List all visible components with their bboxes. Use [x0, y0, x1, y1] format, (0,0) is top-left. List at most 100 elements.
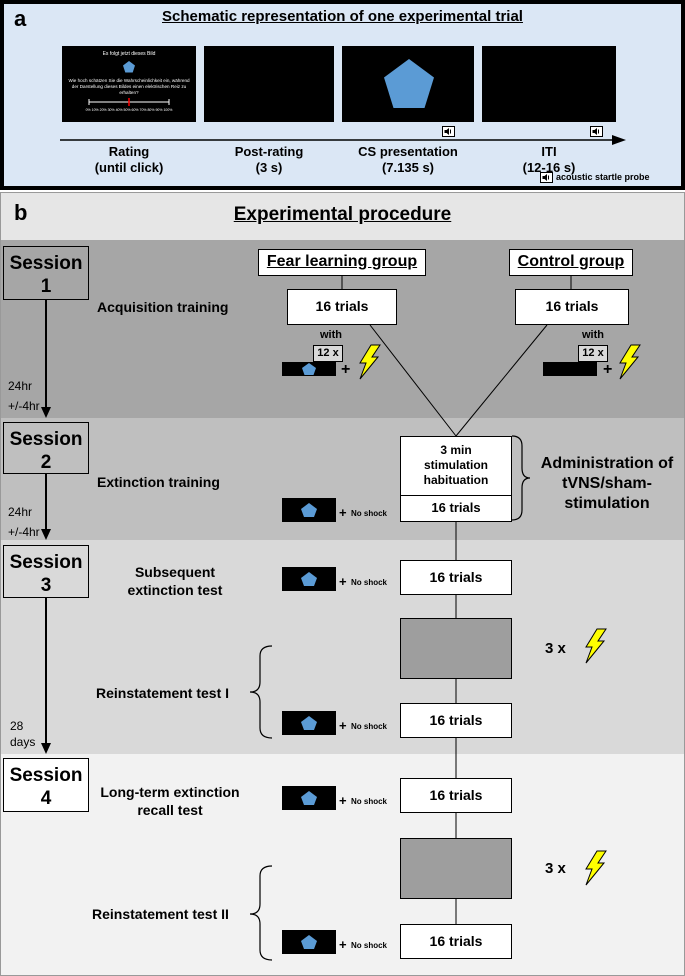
- plus-sign: +: [339, 793, 347, 808]
- session-2-box: Session 2: [3, 422, 89, 474]
- probe-legend: acoustic startle probe: [556, 172, 650, 182]
- with-label-fear: with: [320, 329, 342, 341]
- habituation-line1: 3 min: [440, 443, 472, 457]
- phase-rating: Rating (until click): [64, 144, 194, 176]
- with-label-control: with: [582, 329, 604, 341]
- interval-1-tolerance: +/-4hr: [8, 399, 40, 413]
- no-shock-label: No shock: [351, 797, 388, 806]
- plus-sign: +: [339, 937, 347, 952]
- interval-1-value: 24hr: [8, 379, 33, 393]
- phase-subsequent: Subsequent extinction test: [100, 563, 250, 599]
- pentagon-icon: [301, 791, 317, 805]
- lightning-bolt-icon: [585, 628, 607, 664]
- plus-sign: +: [603, 361, 613, 378]
- no-shock-label: No shock: [351, 509, 388, 518]
- iti-screen: [482, 46, 616, 122]
- no-shock-label: No shock: [351, 578, 388, 587]
- trials-box-extinction: 16 trials: [400, 495, 512, 522]
- administration-line2: tVNS/sham-: [562, 475, 652, 492]
- rating-cs-pentagon: [123, 61, 135, 73]
- phase-longterm-line2: recall test: [137, 802, 203, 818]
- reinstatement-1-grey-screen: [400, 618, 512, 679]
- cs-screen: [342, 46, 474, 122]
- phase-iti-name: ITI: [541, 144, 557, 159]
- trials-box-longterm: 16 trials: [400, 778, 512, 813]
- habituation-line2: stimulation: [423, 458, 488, 472]
- session-4-box: Session 4: [3, 758, 89, 812]
- speaker-icon: [442, 126, 455, 137]
- plus-sign: +: [339, 574, 347, 589]
- phase-longterm-line1: Long-term extinction: [100, 784, 240, 800]
- interval-2: 24hr +/-4hr: [8, 502, 40, 542]
- session-3-label: Session: [9, 552, 83, 573]
- cs-stimulus-reinstatement-2: [282, 930, 336, 954]
- administration-line1: Administration of: [540, 455, 674, 472]
- session-4-number: 4: [40, 788, 52, 809]
- interval-1: 24hr +/-4hr: [8, 376, 40, 416]
- phase-rating-duration: (until click): [94, 160, 164, 175]
- habituation-line3: habituation: [423, 473, 489, 487]
- session-1-number: 1: [40, 276, 52, 297]
- plus-sign: +: [339, 505, 347, 520]
- pentagon-icon: [301, 716, 317, 730]
- panel-a-title: Schematic representation of one experime…: [162, 8, 523, 25]
- times3-label: 3 x: [545, 640, 566, 657]
- interval-3-unit: days: [10, 735, 36, 749]
- speaker-legend-icon: [540, 172, 553, 183]
- no-shock-label: No shock: [351, 941, 388, 950]
- session-1-label: Session: [9, 253, 83, 274]
- plus-sign: +: [339, 718, 347, 733]
- panel-b-title: Experimental procedure: [233, 204, 452, 225]
- phase-cs-duration: (7.135 s): [381, 160, 435, 175]
- trials-box-fear-acq: 16 trials: [287, 289, 397, 325]
- phase-subsequent-line2: extinction test: [127, 582, 223, 598]
- times3-label: 3 x: [545, 860, 566, 877]
- panel-a-letter: a: [14, 6, 27, 31]
- phase-post-rating-name: Post-rating: [234, 144, 304, 159]
- cs-stimulus-extinction: [282, 498, 336, 522]
- post-rating-screen: [204, 46, 334, 122]
- interval-3: 28 days: [10, 718, 35, 750]
- rating-question: Wie hoch schätzen Sie die Wahrscheinlich…: [68, 78, 190, 95]
- pentagon-icon: [301, 572, 317, 586]
- trials-box-subsequent: 16 trials: [400, 560, 512, 595]
- trials-box-control-acq: 16 trials: [515, 289, 629, 325]
- lightning-bolt-icon: [359, 344, 381, 380]
- lightning-bolt-icon: [585, 850, 607, 886]
- administration-line3: stimulation: [564, 495, 650, 512]
- phase-reinstatement-1: Reinstatement test I: [96, 685, 230, 701]
- phase-extinction: Extinction training: [97, 474, 220, 490]
- session-2-number: 2: [40, 452, 52, 473]
- group-control-header: Control group: [509, 249, 633, 276]
- cs-minus-stimulus: [543, 362, 597, 376]
- interval-2-tolerance: +/-4hr: [8, 525, 40, 539]
- session-3-number: 3: [40, 575, 52, 596]
- session-2-label: Session: [9, 429, 83, 450]
- phase-post-rating: Post-rating (3 s): [204, 144, 334, 176]
- speaker-icon: [590, 126, 603, 137]
- pentagon-icon: [301, 503, 317, 517]
- session-4-label: Session: [9, 765, 83, 786]
- phase-cs-name: CS presentation: [358, 144, 458, 159]
- phase-reinstatement-2: Reinstatement test II: [92, 906, 229, 922]
- band-session-3: [1, 540, 684, 754]
- phase-acquisition: Acquisition training: [97, 299, 229, 315]
- phase-post-rating-duration: (3 s): [255, 160, 283, 175]
- cs-stimulus-reinstatement-1: [282, 711, 336, 735]
- lightning-bolt-icon: [619, 344, 641, 380]
- pentagon-icon: [302, 363, 316, 375]
- cs-pentagon: [384, 59, 434, 108]
- phase-iti-duration: (12-16 s): [522, 160, 576, 175]
- timeline-arrow: [60, 135, 626, 145]
- no-shock-label: No shock: [351, 722, 388, 731]
- rating-screen-header: Es folgt jetzt dieses Bild: [102, 51, 156, 57]
- interval-3-value: 28: [10, 719, 24, 733]
- administration-label: Administration of tVNS/sham- stimulation: [532, 454, 682, 514]
- phase-rating-name: Rating: [108, 144, 150, 159]
- panel-b-letter: b: [14, 200, 28, 225]
- rating-scale-labels: 0% 10% 20% 30% 40% 50% 60% 70% 80% 90% 1…: [85, 108, 173, 112]
- band-session-4: [1, 754, 684, 975]
- cs-stimulus-longterm: [282, 786, 336, 810]
- phase-iti: ITI (12-16 s): [484, 144, 614, 176]
